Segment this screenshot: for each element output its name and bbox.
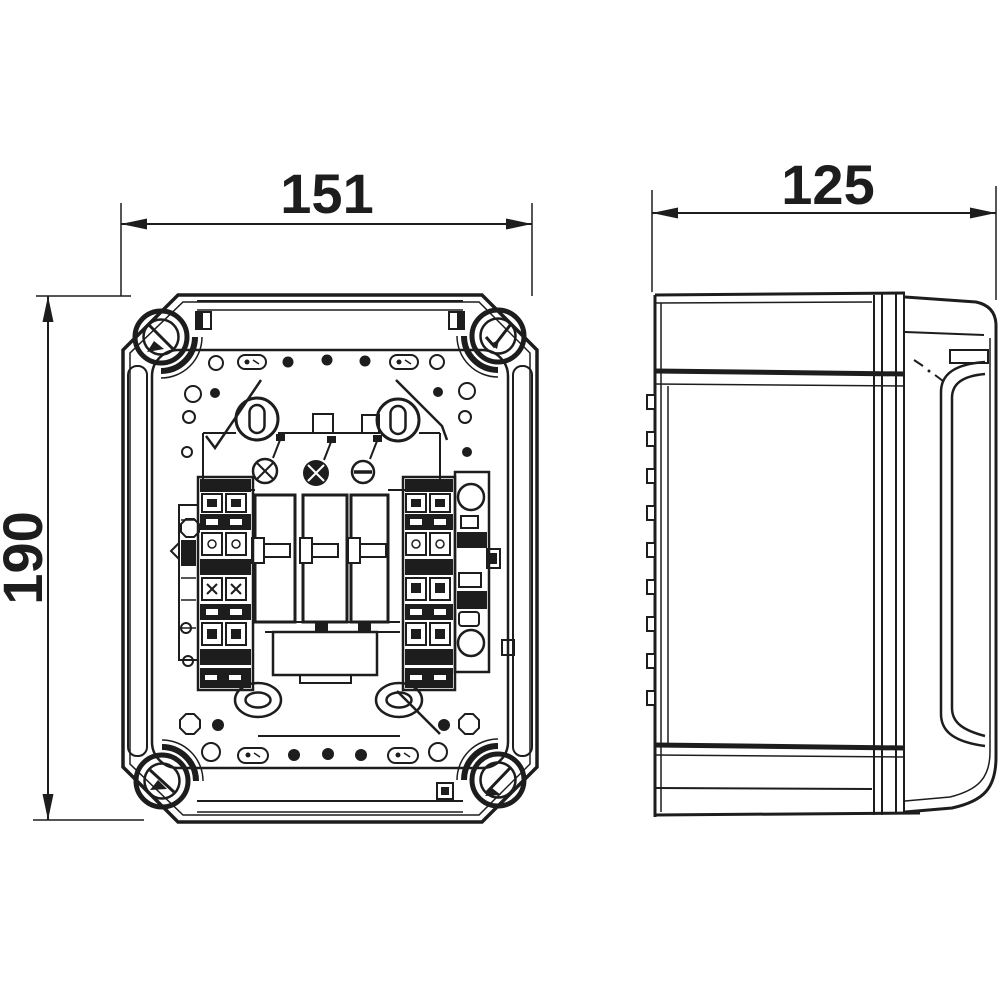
- hinge-bottom: [904, 756, 998, 814]
- base-plate-outline: [150, 348, 510, 770]
- side-left-wall: [646, 295, 669, 817]
- hole-pattern-right: [458, 410, 472, 457]
- screw-slot: [484, 323, 513, 349]
- screw-pocket: [461, 335, 499, 373]
- screw-slot: [148, 768, 176, 794]
- fuse-modules: [251, 493, 390, 624]
- centerline-mark: [913, 359, 944, 382]
- corner-bracket-top-left: [195, 311, 212, 330]
- corner-screw-bottom-left: [133, 739, 204, 810]
- corner-screw-top-right: [456, 307, 527, 378]
- wiring-plate: [265, 621, 400, 684]
- screw-slot: [485, 766, 512, 794]
- corner-bracket-bottom-right: [436, 782, 454, 800]
- corner-bracket-top-right: [448, 311, 465, 330]
- side-bottom: [654, 742, 998, 817]
- arrowhead-left: [652, 207, 678, 219]
- screw-slot: [146, 322, 176, 352]
- corner-screw-bottom-right: [456, 738, 527, 809]
- rear-seam-lines: [873, 294, 905, 815]
- clip-tabs: [646, 394, 656, 706]
- screw-pocket: [461, 743, 499, 781]
- mounting-flange-groove: [913, 359, 986, 748]
- dimension-front-width: 151: [120, 162, 533, 296]
- hole-pattern-bottom: [179, 713, 480, 764]
- reference-lines: [205, 379, 449, 737]
- auxiliary-terminal-column: [453, 470, 515, 674]
- module-axles: [251, 537, 387, 564]
- side-lid: [654, 291, 906, 387]
- enclosure-outer-outline: [121, 293, 539, 824]
- side-channel-right: [512, 365, 533, 757]
- arrowhead-right: [506, 218, 532, 230]
- side-view: [646, 291, 998, 817]
- dimension-width-label: 151: [280, 162, 373, 225]
- side-channel-left: [127, 365, 148, 757]
- dimension-side-depth: 125: [651, 153, 997, 300]
- hinge-top: [904, 295, 998, 757]
- arrowhead-bottom: [42, 794, 54, 820]
- screw-pocket: [161, 744, 199, 782]
- screw-pocket: [160, 336, 198, 374]
- mounting-ovals: [233, 681, 424, 719]
- arrowhead-right: [970, 207, 996, 219]
- cover-fixing-screws: [251, 434, 382, 486]
- arrowhead-left: [121, 218, 147, 230]
- keyhole-mounts: [234, 396, 421, 443]
- terminal-block-left: [196, 475, 255, 692]
- din-rail-left: [169, 504, 199, 661]
- terminal-block-right: [401, 475, 457, 692]
- corner-screw-top-left: [132, 308, 203, 379]
- dimension-height-label: 190: [0, 511, 54, 604]
- dimension-front-height: 190: [0, 295, 144, 821]
- hex-hole: [180, 518, 200, 538]
- front-view: [121, 293, 539, 824]
- dimension-depth-label: 125: [781, 153, 874, 216]
- hole-pattern-top: [184, 354, 476, 403]
- arrowhead-top: [42, 296, 54, 322]
